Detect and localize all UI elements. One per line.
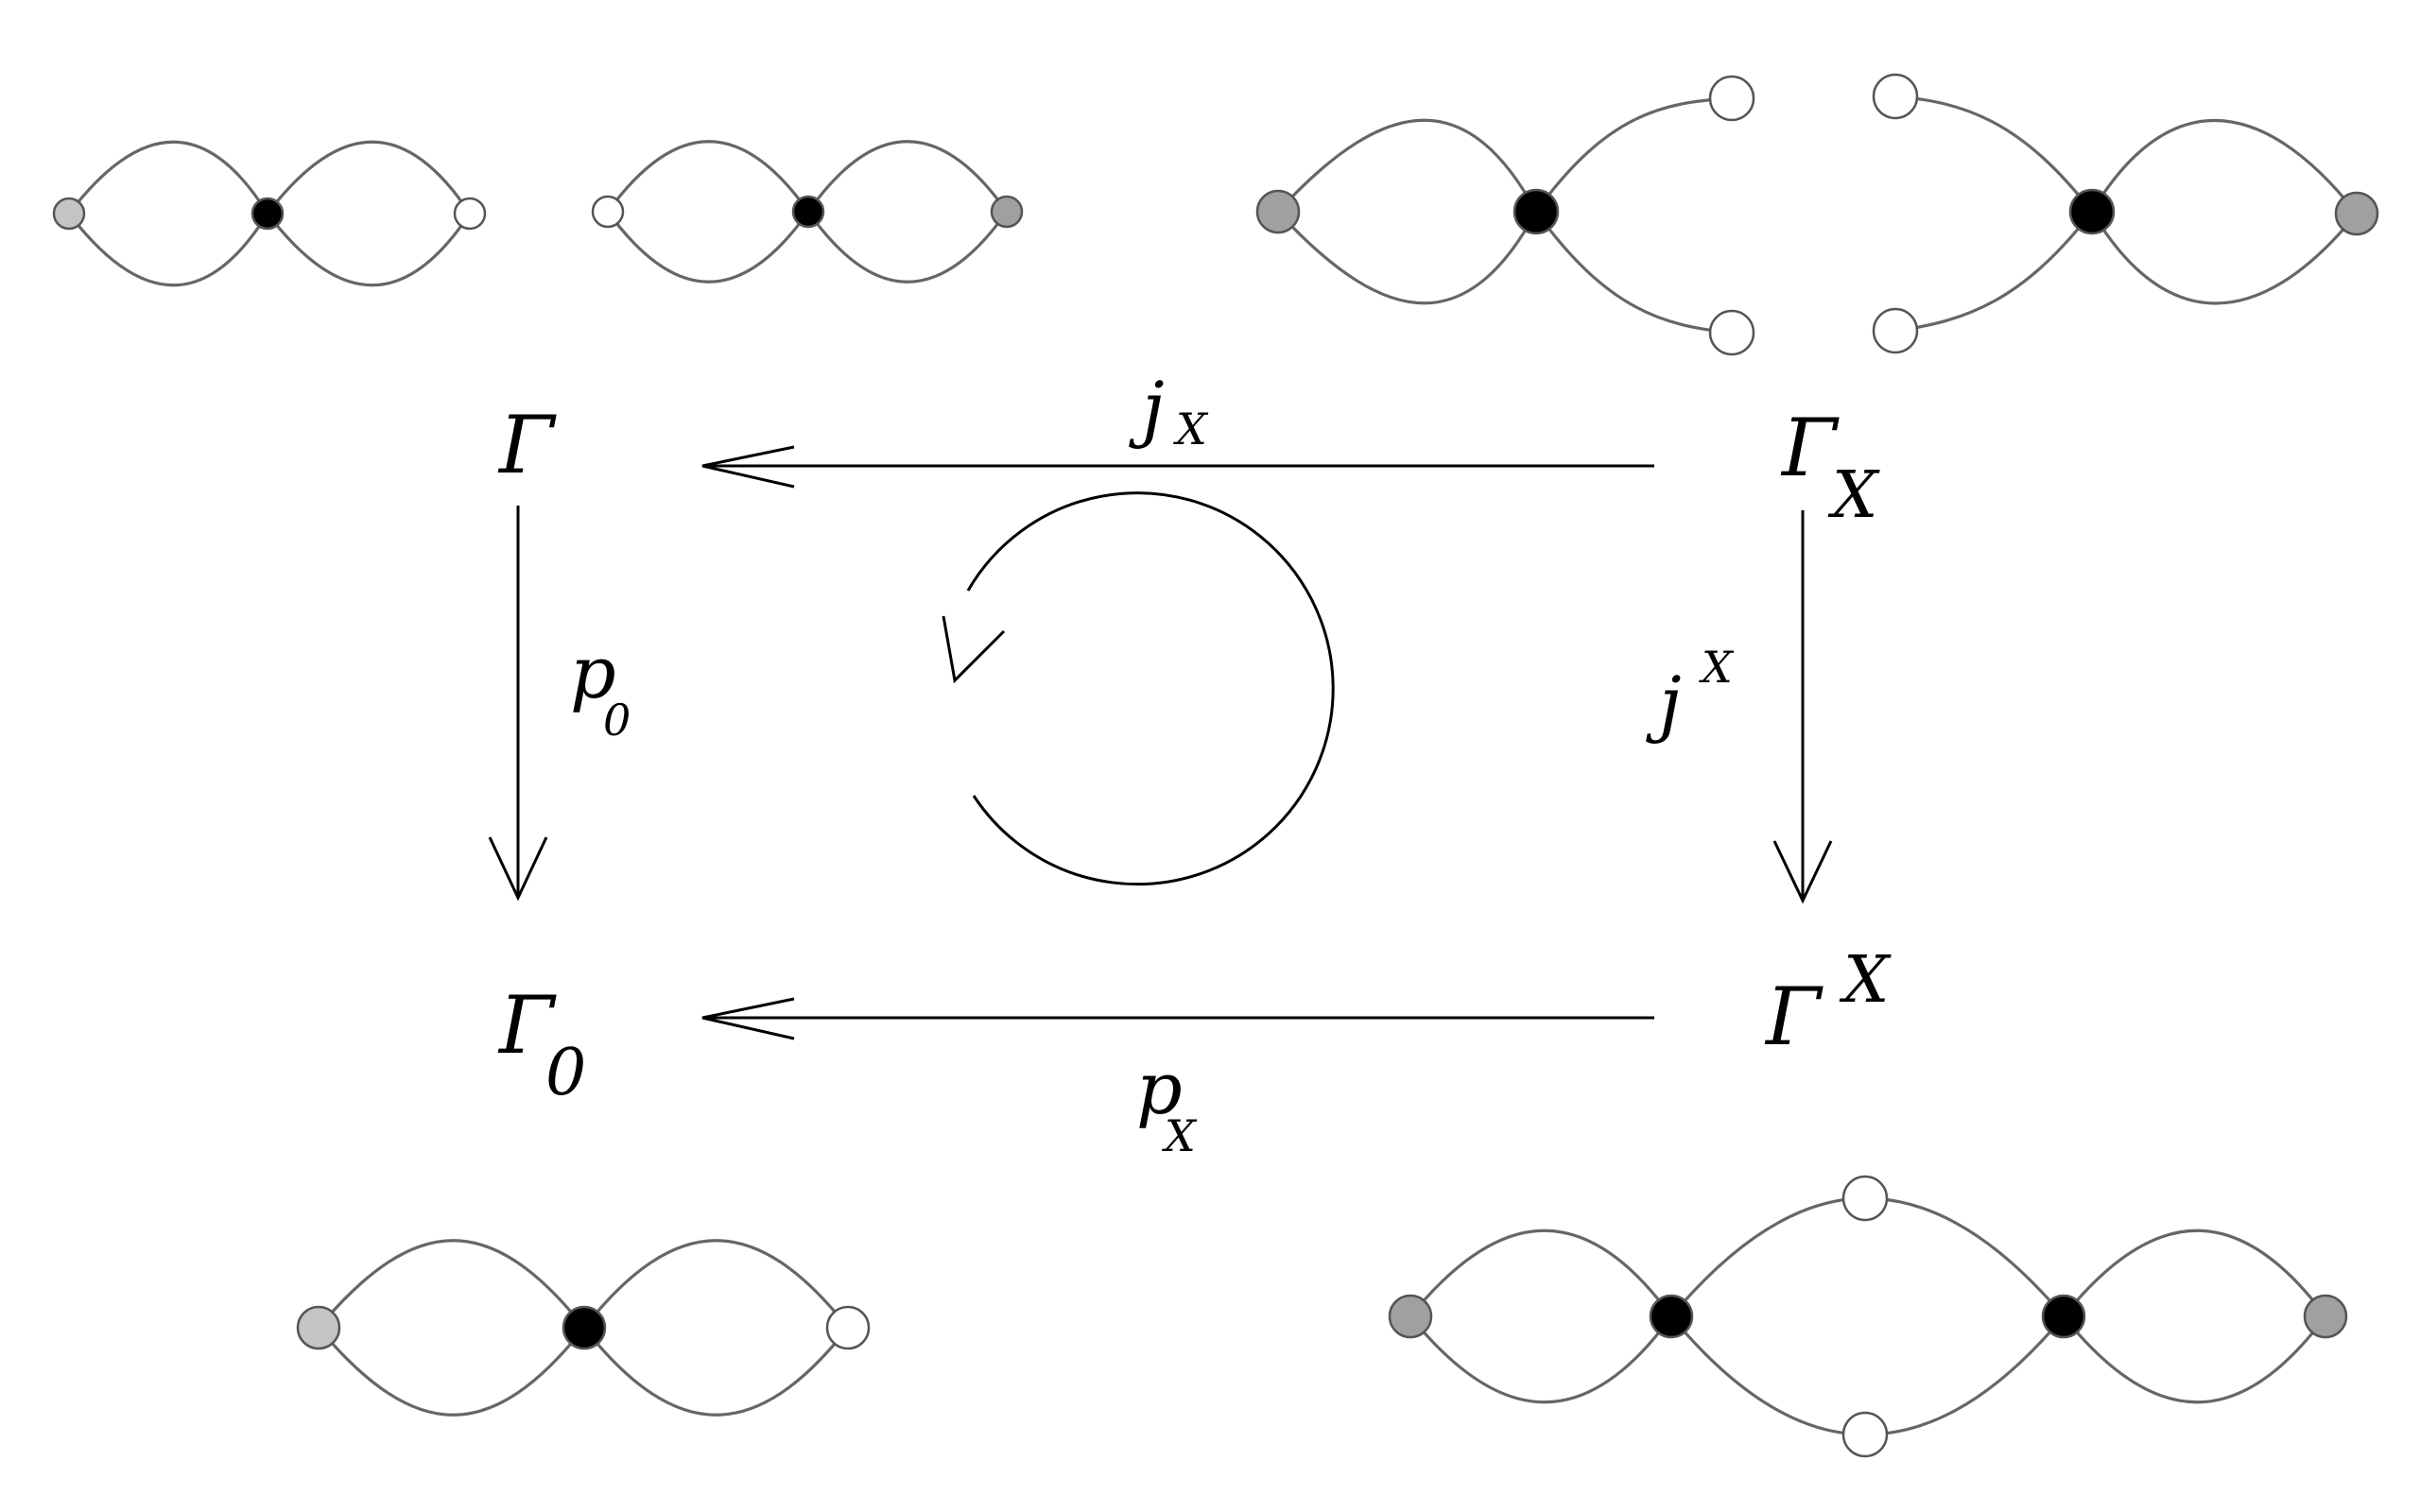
graph-edge [2062, 1314, 2327, 1404]
graph-edge [1276, 118, 1538, 214]
graph-gamma-upper-x [1388, 1175, 2348, 1458]
graph-edge [1669, 1314, 1866, 1436]
graph-edge [1864, 1196, 2066, 1318]
graph-edge [1534, 96, 1733, 213]
vertex-white [1841, 1411, 1889, 1458]
vertex-white [453, 197, 487, 231]
graph-edge [266, 213, 472, 287]
graph-edge [806, 211, 1009, 284]
vertex-black [1512, 188, 1560, 235]
vertex-black [791, 195, 825, 229]
vertex-black [251, 197, 285, 231]
graph-edge [582, 1327, 850, 1417]
arrow-p-x [701, 997, 1654, 1040]
vertex-light-gray [52, 197, 86, 231]
graph-edge [317, 1239, 586, 1330]
vertex-black [562, 1305, 607, 1350]
graph-edge [1276, 210, 1538, 305]
vertex-white [1872, 307, 1919, 354]
graph-edge [1409, 1314, 1673, 1404]
arrow-p-0 [488, 506, 548, 902]
vertex-black [2041, 1294, 2086, 1339]
graph-edge [1894, 211, 2094, 333]
graph-gamma-x [1255, 73, 2379, 356]
graph-gamma-variant-1 [52, 140, 487, 287]
vertex-black [2068, 188, 2116, 235]
vertex-white [1841, 1175, 1889, 1222]
vertex-white [1872, 73, 1919, 120]
graph-edge [266, 140, 472, 215]
vertex-gray [1388, 1294, 1433, 1339]
vertex-light-gray [296, 1305, 341, 1350]
graph-edge [1534, 211, 1733, 335]
graph-edge [606, 211, 810, 284]
graph-edge [2090, 211, 2359, 305]
graph-edge [606, 140, 810, 213]
graph-edge [67, 140, 269, 215]
vertex-white [1708, 309, 1755, 356]
graph-edge [67, 213, 269, 287]
arrow-j-x [701, 445, 1654, 489]
vertex-white [1708, 75, 1755, 122]
vertex-black [1649, 1294, 1694, 1339]
vertex-gray [2334, 191, 2379, 236]
vertex-white [825, 1305, 871, 1350]
arrow-j-upper-x [1772, 510, 1833, 904]
graph-edge [1894, 94, 2094, 213]
graph-edge [2090, 119, 2359, 215]
graph-edge [2062, 1228, 2327, 1318]
vertex-white [591, 195, 625, 229]
graph-edge [1669, 1196, 1866, 1318]
counterclockwise-rotation-icon [942, 491, 1335, 886]
graph-edge [806, 140, 1009, 213]
graph-edge [1864, 1314, 2066, 1436]
vertex-gray [1255, 189, 1301, 234]
graph-edge [582, 1239, 850, 1329]
vertex-gray [990, 195, 1024, 229]
graph-gamma-0 [296, 1239, 871, 1417]
graph-edge [1409, 1228, 1673, 1318]
label-gamma: Γ [497, 399, 557, 491]
graph-gamma-variant-2 [591, 140, 1024, 284]
vertex-gray [2303, 1294, 2348, 1339]
graph-edge [317, 1326, 586, 1417]
